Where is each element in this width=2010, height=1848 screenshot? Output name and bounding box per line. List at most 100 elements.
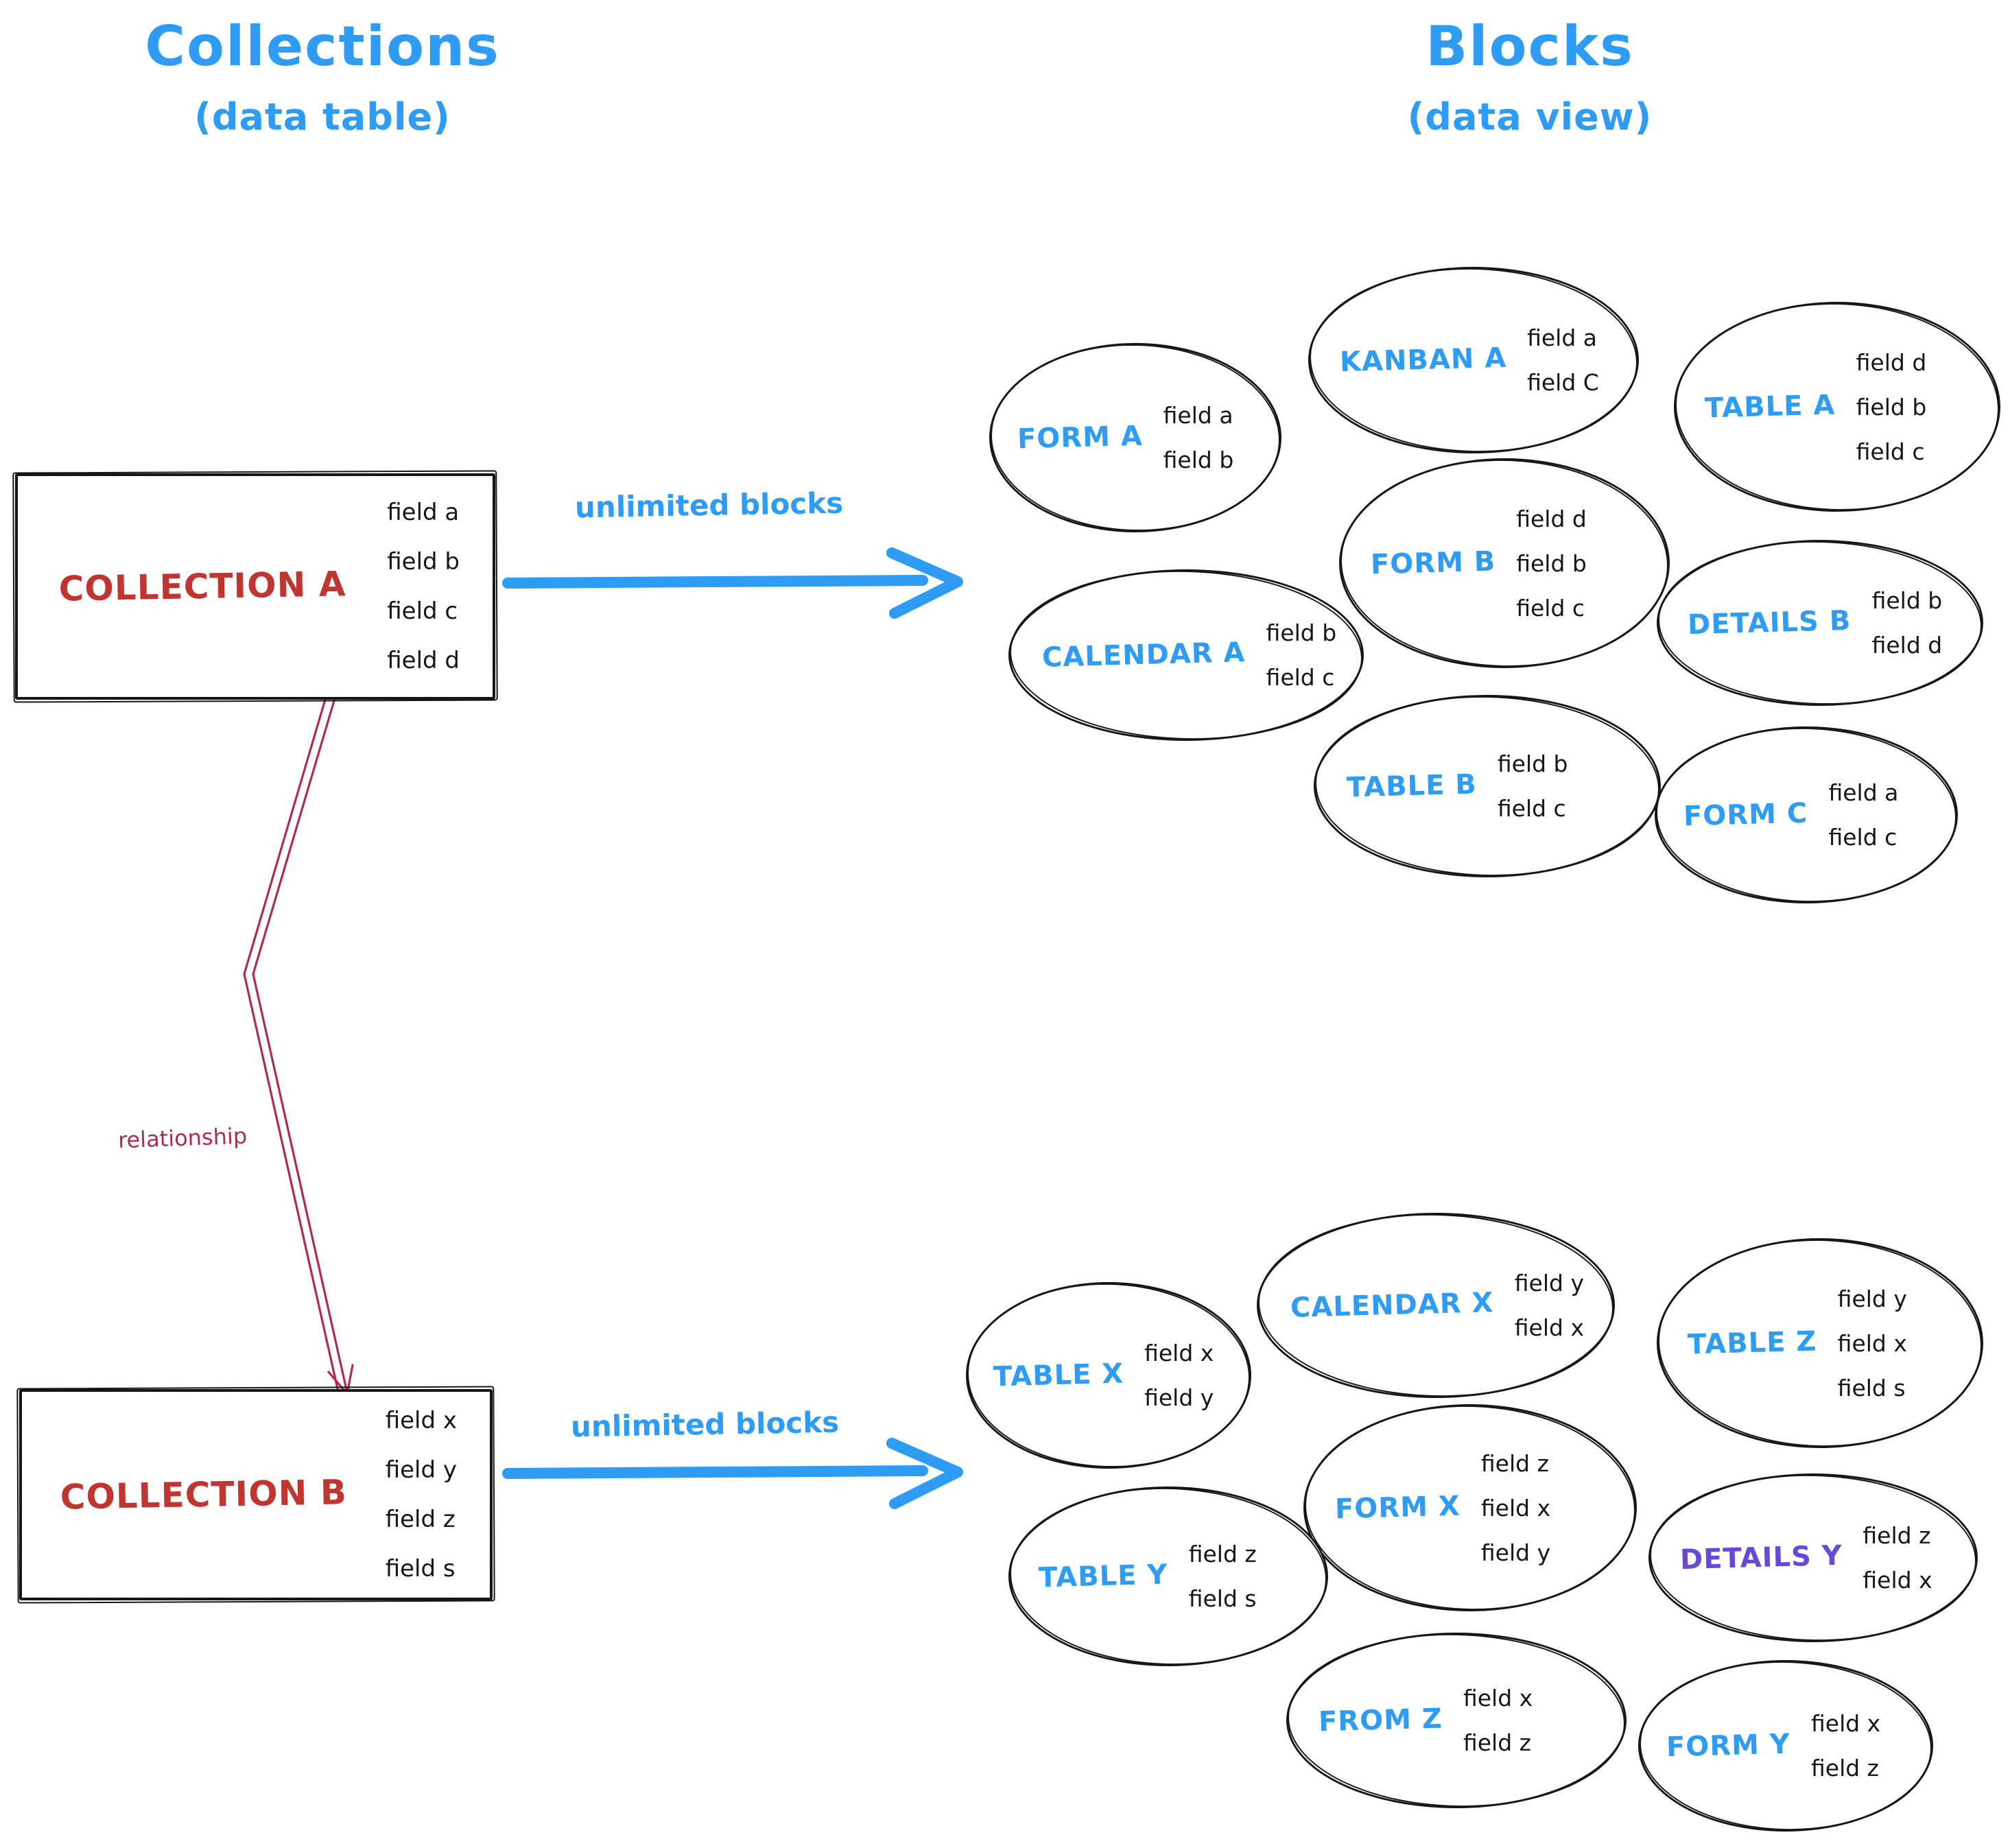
block-from-z: FROM Z field x field z bbox=[1286, 1633, 1627, 1808]
block-table-y-fields: field z field s bbox=[1189, 1541, 1257, 1612]
block-table-z-fields: field y field x field s bbox=[1838, 1286, 1907, 1401]
block-field: field x bbox=[1144, 1340, 1214, 1366]
block-field: field z bbox=[1188, 1541, 1257, 1567]
block-field: field x bbox=[1863, 1567, 1932, 1594]
block-field: field c bbox=[1266, 664, 1335, 691]
block-form-x-label: FORM X bbox=[1334, 1490, 1461, 1526]
block-table-z: TABLE Z field y field x field s bbox=[1657, 1238, 1983, 1448]
block-field: field c bbox=[1497, 795, 1566, 822]
block-field: field a bbox=[1163, 402, 1233, 429]
block-form-a-label: FORM A bbox=[1017, 420, 1144, 455]
block-kanban-a: KANBAN A field a field C bbox=[1308, 267, 1639, 453]
collection-a-field: field a bbox=[387, 499, 460, 526]
block-from-z-label: FROM Z bbox=[1318, 1703, 1443, 1738]
block-field: field c bbox=[1856, 438, 1925, 465]
collections-column-title: Collections (data table) bbox=[103, 19, 542, 136]
block-field: field s bbox=[1837, 1374, 1906, 1401]
relationship-arrow bbox=[243, 675, 354, 1396]
block-calendar-a: CALENDAR A field b field c bbox=[1008, 569, 1364, 741]
unlimited-blocks-arrow-a bbox=[502, 547, 963, 619]
block-kanban-a-label: KANBAN A bbox=[1339, 342, 1507, 379]
block-table-a-label: TABLE A bbox=[1704, 389, 1836, 425]
block-field: field d bbox=[1871, 632, 1943, 659]
blocks-subtitle: (data view) bbox=[1407, 95, 1653, 139]
block-form-y-label: FORM Y bbox=[1666, 1728, 1791, 1764]
block-table-z-label: TABLE Z bbox=[1687, 1325, 1818, 1361]
block-table-b-label: TABLE B bbox=[1346, 768, 1478, 804]
block-field: field z bbox=[1480, 1449, 1549, 1477]
unlimited-blocks-arrow-b bbox=[502, 1438, 963, 1509]
block-table-x: TABLE X field x field y bbox=[966, 1282, 1251, 1469]
block-form-x: FORM X field z field x field y bbox=[1303, 1404, 1637, 1611]
block-field: field a bbox=[1828, 779, 1899, 806]
block-field: field z bbox=[1863, 1522, 1931, 1549]
block-table-a: TABLE A field d field b field c bbox=[1674, 302, 2000, 512]
block-form-a: FORM A field a field b bbox=[989, 343, 1281, 532]
block-form-b-fields: field d field b field c bbox=[1516, 506, 1587, 621]
block-field: field x bbox=[1837, 1329, 1907, 1357]
block-field: field s bbox=[1188, 1585, 1257, 1612]
block-details-y: DETAILS Y field z field x bbox=[1648, 1473, 1978, 1642]
unlimited-blocks-label-a: unlimited blocks bbox=[574, 486, 844, 525]
collection-b-name: COLLECTION B bbox=[60, 1472, 348, 1517]
block-calendar-x: CALENDAR X field y field x bbox=[1257, 1213, 1615, 1398]
block-field: field d bbox=[1516, 505, 1587, 532]
block-field: field x bbox=[1514, 1314, 1584, 1341]
block-field: field b bbox=[1516, 549, 1587, 577]
block-details-y-label: DETAILS Y bbox=[1679, 1539, 1843, 1576]
block-form-y-fields: field x field z bbox=[1811, 1710, 1880, 1781]
collection-b-field: field s bbox=[385, 1555, 456, 1583]
block-field: field b bbox=[1266, 619, 1337, 646]
block-from-z-fields: field x field z bbox=[1463, 1685, 1533, 1756]
block-form-c: FORM C field a field c bbox=[1655, 726, 1958, 903]
block-form-y: FORM Y field x field z bbox=[1638, 1660, 1933, 1832]
block-form-b: FORM B field d field b field c bbox=[1339, 458, 1670, 668]
block-form-x-fields: field z field x field y bbox=[1481, 1450, 1550, 1566]
block-field: field y bbox=[1514, 1270, 1584, 1296]
block-details-b: DETAILS B field b field d bbox=[1657, 540, 1983, 706]
block-table-a-fields: field d field b field c bbox=[1856, 349, 1927, 465]
block-table-y-label: TABLE Y bbox=[1038, 1559, 1169, 1594]
block-field: field y bbox=[1144, 1384, 1214, 1411]
collection-a-box: COLLECTION A field a field b field c fie… bbox=[15, 473, 495, 700]
block-table-x-label: TABLE X bbox=[993, 1358, 1124, 1393]
block-field: field b bbox=[1163, 447, 1234, 473]
block-calendar-a-fields: field b field c bbox=[1266, 619, 1337, 691]
block-field: field b bbox=[1856, 393, 1927, 420]
block-field: field z bbox=[1810, 1755, 1880, 1781]
blocks-column-title: Blocks (data view) bbox=[1324, 19, 1736, 136]
block-field: field c bbox=[1516, 594, 1585, 621]
block-field: field c bbox=[1828, 824, 1897, 851]
block-field: field x bbox=[1480, 1494, 1551, 1521]
block-table-b-fields: field b field c bbox=[1498, 750, 1568, 822]
collection-a-name: COLLECTION A bbox=[58, 564, 347, 609]
blocks-title: Blocks bbox=[1426, 14, 1634, 78]
block-calendar-x-label: CALENDAR X bbox=[1290, 1287, 1495, 1324]
block-details-b-fields: field b field d bbox=[1872, 587, 1943, 659]
block-kanban-a-fields: field a field C bbox=[1527, 324, 1599, 396]
collection-b-fields: field x field y field z field s bbox=[386, 1407, 457, 1583]
block-field: field x bbox=[1810, 1710, 1881, 1737]
block-details-b-label: DETAILS B bbox=[1687, 604, 1852, 641]
block-form-c-label: FORM C bbox=[1683, 797, 1809, 833]
block-table-x-fields: field x field y bbox=[1144, 1340, 1214, 1411]
block-field: field x bbox=[1463, 1685, 1533, 1711]
collection-a-fields: field a field b field c field d bbox=[387, 499, 460, 674]
block-calendar-x-fields: field y field x bbox=[1515, 1270, 1584, 1341]
collection-b-field: field z bbox=[385, 1506, 456, 1533]
collection-b-box: COLLECTION B field x field y field z fie… bbox=[19, 1389, 493, 1600]
collection-b-field: field y bbox=[385, 1456, 457, 1484]
block-field: field y bbox=[1480, 1539, 1551, 1566]
collections-subtitle: (data table) bbox=[194, 95, 451, 139]
block-field: field d bbox=[1856, 348, 1927, 376]
relationship-label: relationship bbox=[117, 1122, 248, 1154]
block-field: field a bbox=[1527, 324, 1597, 351]
block-field: field b bbox=[1871, 587, 1943, 614]
collection-a-field: field c bbox=[387, 597, 458, 625]
block-field: field C bbox=[1527, 369, 1599, 396]
block-table-b: TABLE B field b field c bbox=[1314, 695, 1661, 877]
block-form-b-label: FORM B bbox=[1370, 545, 1496, 581]
collection-a-field: field d bbox=[387, 647, 460, 674]
block-field: field b bbox=[1497, 750, 1568, 777]
